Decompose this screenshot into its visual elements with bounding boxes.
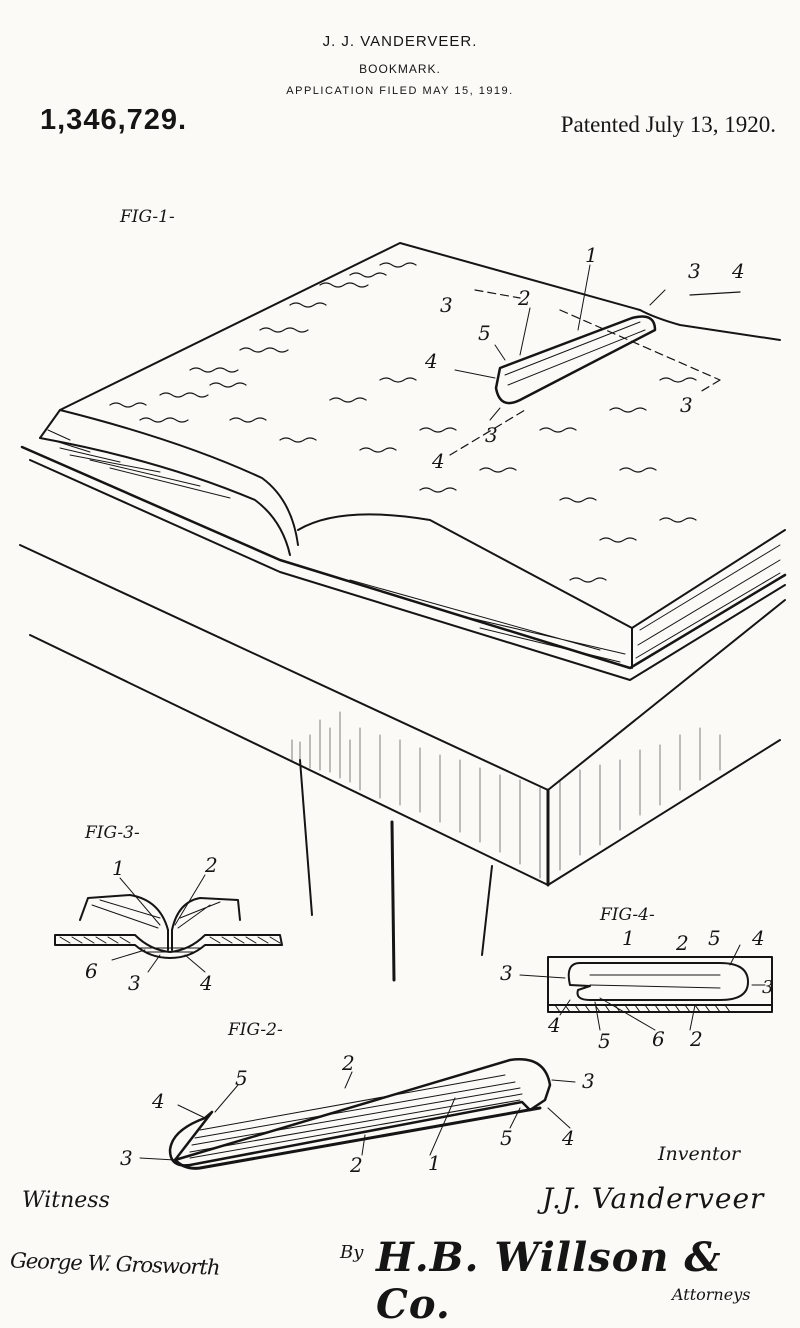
- fig1-numeral: 3: [680, 393, 693, 417]
- fig1-numeral: 3: [485, 423, 498, 447]
- fig1-numeral: 4: [431, 449, 445, 473]
- fig3-numeral: 2: [204, 853, 218, 877]
- fig4-section-drawing: [519, 944, 773, 1031]
- fig4-numeral: 5: [598, 1029, 611, 1053]
- fig2-numeral: 3: [120, 1146, 133, 1170]
- fig1-numeral: 3: [440, 293, 453, 317]
- fig1-numeral: 3: [688, 259, 701, 283]
- fig2-label: FIG-2-: [227, 1020, 283, 1040]
- inventor-name-header: J. J. VANDERVEER.: [322, 33, 478, 50]
- fig4-numeral: 2: [689, 1027, 703, 1051]
- fig2-numeral: 5: [500, 1126, 513, 1150]
- fig4-numeral: 3: [500, 961, 513, 985]
- fig1-numeral: 2: [517, 286, 531, 310]
- fig4-numeral: 1: [622, 926, 635, 950]
- fig4-numeral: 6: [652, 1027, 665, 1051]
- fig1-book-drawing: [19, 242, 787, 982]
- fig3-numeral: 4: [199, 971, 213, 995]
- fig1-numeral: 4: [731, 259, 745, 283]
- fig4-numeral: 4: [547, 1013, 561, 1037]
- fig3-numeral: 6: [85, 959, 98, 983]
- fig4-numeral: 2: [675, 931, 689, 955]
- fig1-numeral: 4: [424, 349, 438, 373]
- fig3-numeral: 3: [128, 971, 141, 995]
- application-filed-date: APPLICATION FILED MAY 15, 1919.: [286, 85, 514, 97]
- fig3-section-drawing: [54, 874, 283, 973]
- fig2-numeral: 5: [235, 1066, 248, 1090]
- witness-label: Witness: [22, 1188, 110, 1213]
- attorney-signature: H.B. Willson & Co.: [376, 1234, 722, 1328]
- fig4-numeral: 4: [751, 926, 765, 950]
- invention-title: BOOKMARK.: [359, 62, 441, 76]
- fig2-numeral: 3: [582, 1069, 595, 1093]
- fig2-bookmark-drawing: [139, 1058, 576, 1170]
- fig1-numeral: 1: [585, 243, 598, 267]
- attorney-label: Attorneys: [672, 1285, 751, 1304]
- inventor-label: Inventor: [658, 1143, 741, 1165]
- fig2-numeral: 1: [428, 1151, 441, 1175]
- patent-date: Patented July 13, 1920.: [560, 112, 776, 137]
- fig2-numeral: 2: [341, 1051, 355, 1075]
- by-label: By: [340, 1242, 364, 1263]
- fig2-numeral: 2: [349, 1153, 363, 1177]
- fig3-label: FIG-3-: [84, 823, 140, 843]
- fig4-numeral: 5: [708, 926, 721, 950]
- fig1-numeral: 5: [478, 321, 491, 345]
- fig1-label: FIG-1-: [119, 207, 175, 227]
- patent-number: 1,346,729.: [40, 104, 188, 136]
- inventor-signature: J.J. Vanderveer: [542, 1182, 765, 1215]
- fig4-numeral: 3: [762, 977, 773, 998]
- fig3-numeral: 1: [112, 856, 125, 880]
- fig4-label: FIG-4-: [599, 905, 655, 925]
- fig2-numeral: 4: [561, 1126, 575, 1150]
- fig2-numeral: 4: [151, 1089, 165, 1113]
